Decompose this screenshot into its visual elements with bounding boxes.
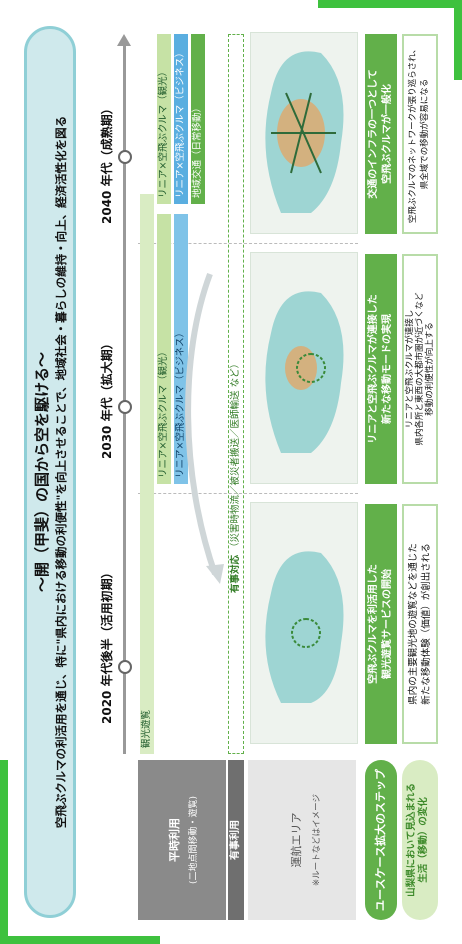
main-title: 〜開（甲斐）の国から空を駆ける〜 [33,352,51,593]
row-header-area-label: 運航エリア [290,812,303,868]
title-banner: 〜開（甲斐）の国から空を駆ける〜 空飛ぶクルマの利活用を通じ、特に"県内における… [24,26,76,918]
timeline-dot-2030 [118,400,132,414]
map-2040-shape [265,51,344,213]
change-2040-line2: 県全域での移動が容易になる [420,78,430,190]
subtitle: 空飛ぶクルマの利活用を通じ、特に"県内における移動の利便性"を向上させることで、… [54,115,68,829]
step-box-2040: 交通のインフラの一つとして空飛ぶクルマが一般化 [365,34,397,234]
change-2040-line1: 空飛ぶクルマのネットワークが張り巡らされ、 [408,44,419,224]
bar-linear-business-2040: リニア×空飛ぶクルマ（ビジネス） [174,34,188,204]
accent-bottom-left [0,936,160,944]
phase-label-2020: 2020 年代後半（活用初期） [100,566,114,724]
expansion-arrow [185,272,224,584]
timeline-dot-2040 [118,150,132,164]
change-box-2040: 空飛ぶクルマのネットワークが張り巡らされ、県全域での移動が容易になる [402,34,438,234]
step-2020-line1: 空飛ぶクルマを利活用した [368,564,379,684]
map-2020 [250,502,358,744]
bar-emergency-label: 有事対応 [230,554,241,593]
step-2020-line2: 観光遊覧サービスの開始 [382,569,393,680]
map-2040 [250,32,358,234]
row-header-normal: 平時利用 (二地点間移動・遊覧) [138,760,226,920]
accent-top-right [318,0,462,8]
row-header-normal-sub: (二地点間移動・遊覧) [189,795,199,885]
step-box-2020: 空飛ぶクルマを利活用した観光遊覧サービスの開始 [365,504,397,744]
change-2030-line3: 移動の利便性が向上する [425,322,436,416]
row-header-area: 運航エリア ※ルートなどはイメージ [248,760,356,920]
change-box-2020: 県内の主要観光地の遊覧などを通じた新たな移動体験（価値）が創出される [402,504,438,744]
phase-separator-2 [138,243,358,244]
change-2030-line1: リニアと空飛ぶクルマが連接し [404,309,415,429]
row-header-area-note: ※ルートなどはイメージ [312,794,322,886]
change-pill: 山梨県において見込まれる 生活（移動）の変化 [402,760,438,920]
change-2020-line2: 新たな移動体験（価値）が創出される [421,543,432,705]
phase-label-2040: 2040 年代（成熟期） [100,102,114,224]
bar-regional-transport: 地域交通（日常移動） [191,34,205,204]
map-2020-shape [265,551,344,703]
step-2030-line2: 新たな移動モードの実現 [382,314,393,424]
accent-left-edge [0,760,8,944]
map-2030-shape [265,291,344,453]
bar-emergency: 有事対応 （災害時物流／被災者搬送／医師輸送 など） [228,34,244,754]
steps-pill: ユースケース拡大のステップ [365,760,397,920]
step-2040-line2: 空飛ぶクルマが一般化 [382,84,393,184]
timeline-arrowhead [117,34,131,46]
phase-label-2030: 2030 年代（拡大期） [100,337,114,459]
change-pill-line1: 山梨県において見込まれる [406,783,417,897]
step-box-2030: リニアと空飛ぶクルマが連接した新たな移動モードの実現 [365,254,397,484]
bar-sightseeing: 観光遊覧 [140,194,154,754]
row-header-emergency: 有事利用 [228,760,244,920]
bar-emergency-detail: （災害時物流／被災者搬送／医師輸送 など） [230,358,241,552]
roadmap-diagram: 〜開（甲斐）の国から空を駆ける〜 空飛ぶクルマの利活用を通じ、特に"県内における… [20,20,442,924]
change-pill-line2: 生活（移動）の変化 [418,797,430,883]
map-2030 [250,252,358,484]
bar-linear-tourism-2040: リニア×空飛ぶクルマ（観光） [157,34,171,204]
change-box-2030: リニアと空飛ぶクルマが連接し県内各所と東西の大都市圏が近づくなど移動の利便性が向… [402,254,438,484]
row-header-normal-label: 平時利用 [168,818,181,862]
timeline-dot-2020 [118,660,132,674]
change-2030-line2: 県内各所と東西の大都市圏が近づくなど [414,292,425,446]
step-2040-line1: 交通のインフラの一つとして [368,69,379,199]
accent-right-edge [454,0,462,80]
bar-linear-tourism-2030: リニア×空飛ぶクルマ（観光） [157,214,171,484]
change-2020-line1: 県内の主要観光地の遊覧などを通じた [407,543,419,705]
step-2030-line1: リニアと空飛ぶクルマが連接した [368,294,379,444]
